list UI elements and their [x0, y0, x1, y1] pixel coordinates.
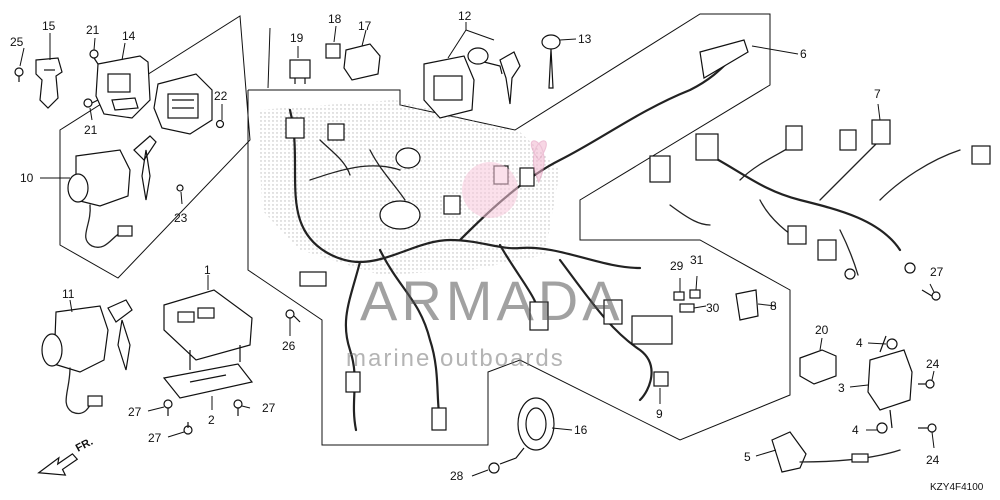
callout-14: 14	[122, 29, 136, 43]
leader-lines	[19, 22, 935, 477]
callout-8: 8	[770, 299, 777, 313]
bolt-28	[488, 462, 500, 474]
ignition-switch-frame	[59, 15, 251, 279]
ignition-coil-3	[867, 335, 913, 429]
ignition-switch-10	[67, 135, 184, 248]
bolts-24	[918, 379, 937, 433]
switch-housing-22	[153, 73, 225, 135]
callout-19: 19	[290, 31, 304, 45]
callout-9: 9	[656, 407, 663, 421]
relay-19	[289, 59, 311, 84]
key-13	[541, 34, 561, 89]
bolt-21-lower	[83, 98, 99, 108]
watermark: ARMADA marine outboards	[346, 140, 624, 372]
callout-23: 23	[174, 211, 188, 225]
clip-4	[876, 338, 898, 434]
bolt-21-upper	[89, 49, 99, 65]
watermark-tagline: marine outboards	[346, 345, 565, 372]
bolts-27-ecu	[163, 399, 243, 435]
front-direction-arrow: FR.	[37, 436, 95, 476]
sub-harness-7	[649, 119, 991, 280]
diagram-code: KZY4F4100	[930, 482, 984, 493]
callout-26: 26	[282, 339, 296, 353]
callout-27: 27	[262, 401, 276, 415]
watermark-brand: ARMADA	[360, 269, 624, 332]
connector-8	[735, 289, 759, 321]
plug-cap-5	[771, 431, 901, 473]
callout-4: 4	[856, 336, 863, 350]
callout-22: 22	[214, 89, 228, 103]
callout-2: 2	[208, 413, 215, 427]
callout-30: 30	[706, 301, 720, 315]
callout-6: 6	[800, 47, 807, 61]
main-harness-frame	[247, 13, 791, 446]
bracket-15	[35, 57, 63, 109]
connector-9	[653, 371, 669, 387]
callout-15: 15	[42, 19, 56, 33]
callout-21: 21	[84, 123, 98, 137]
switch-bracket-14	[95, 55, 151, 119]
callout-17: 17	[358, 19, 372, 33]
relay-20	[799, 349, 837, 385]
harness-shading	[258, 100, 560, 275]
mounting-plate-2	[162, 363, 254, 399]
callout-12: 12	[458, 9, 472, 23]
callout-1: 1	[204, 263, 211, 277]
callout-18: 18	[328, 12, 342, 26]
switch-assembly-12	[423, 47, 521, 119]
callout-11: 11	[62, 287, 75, 301]
callout-27: 27	[148, 431, 162, 445]
ignition-switch-11	[41, 299, 133, 415]
fuse-18	[325, 43, 341, 59]
horn-16	[499, 397, 555, 465]
callout-24: 24	[926, 357, 940, 371]
bolt-27-right	[921, 289, 941, 301]
callout-28: 28	[450, 469, 464, 483]
callout-31: 31	[690, 253, 704, 267]
callout-27: 27	[930, 265, 944, 279]
callout-4: 4	[852, 423, 859, 437]
callout-13: 13	[578, 32, 592, 46]
callout-3: 3	[838, 381, 845, 395]
small-parts-29-31-30	[673, 289, 701, 313]
callout-5: 5	[744, 450, 751, 464]
callout-16: 16	[574, 423, 588, 437]
callout-27: 27	[128, 405, 142, 419]
relay-lead	[267, 27, 271, 89]
callout-25: 25	[10, 35, 24, 49]
callout-labels: 1 2 3 4 4 5 6 7 8 9 10 11 12 13 14 15 16…	[10, 9, 944, 483]
control-unit-1	[163, 289, 253, 370]
callout-21: 21	[86, 23, 100, 37]
bolt-25	[14, 67, 24, 82]
callout-24: 24	[926, 453, 940, 467]
callout-7: 7	[874, 87, 881, 101]
relay-17	[343, 43, 381, 81]
callout-20: 20	[815, 323, 829, 337]
bolt-26	[285, 309, 301, 323]
callout-10: 10	[20, 171, 34, 185]
callout-29: 29	[670, 259, 684, 273]
front-direction-label: FR.	[74, 436, 95, 455]
group-frames	[59, 13, 791, 446]
